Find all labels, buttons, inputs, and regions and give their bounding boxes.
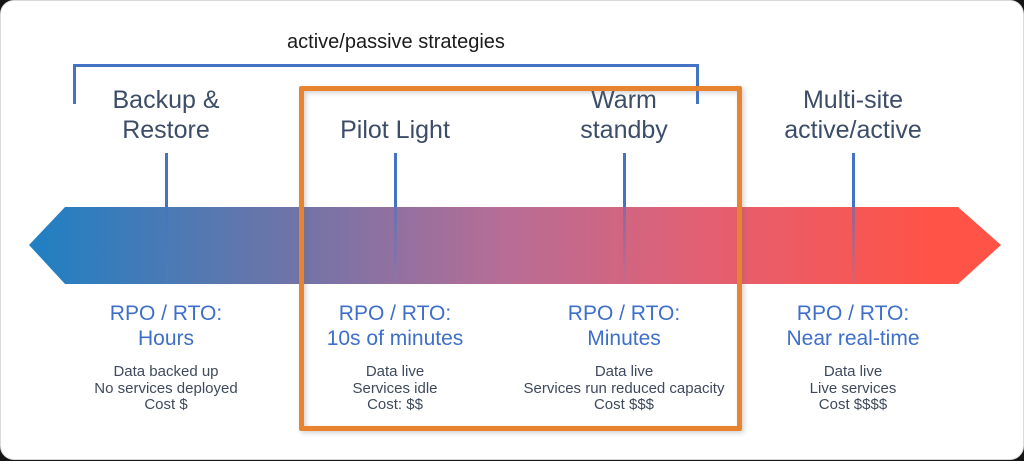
detail-line: Data live (823, 363, 883, 380)
info-column-multi-site: RPO / RTO: Near real-time Data live Live… (713, 301, 993, 414)
detail-line: Data live (594, 363, 654, 380)
rpo-rto-value: Hours (137, 327, 195, 350)
connector-line-fade-warm-standby (623, 207, 626, 283)
strategy-label-line: Backup & (112, 86, 220, 114)
active-passive-bracket (73, 64, 699, 104)
strategy-label-line: Pilot Light (340, 116, 450, 144)
info-column-pilot-light: RPO / RTO: 10s of minutes Data live Serv… (255, 301, 535, 414)
rpo-rto-block: RPO / RTO: Near real-time (713, 301, 993, 351)
info-column-backup-restore: RPO / RTO: Hours Data backed up No servi… (26, 301, 306, 414)
strategy-label-backup-restore: Backup & Restore (26, 85, 306, 145)
strategy-label-line: Restore (122, 116, 210, 144)
connector-line-fade-multi-site (852, 207, 855, 283)
connector-line-backup-restore (165, 153, 168, 207)
connector-line-multi-site (852, 153, 855, 207)
rpo-rto-block: RPO / RTO: Hours (26, 301, 306, 351)
rpo-rto-block: RPO / RTO: 10s of minutes (255, 301, 535, 351)
rpo-rto-label: RPO / RTO: (109, 302, 223, 325)
detail-block: Data live Live services Cost $$$$ (713, 363, 993, 414)
active-passive-strategies-label: active/passive strategies (287, 31, 505, 53)
detail-line: Services idle (352, 379, 438, 397)
strategy-label-multi-site: Multi-site active/active (713, 85, 993, 145)
double-headed-arrow-shape (29, 207, 1001, 284)
connector-line-pilot-light (394, 153, 397, 207)
rpo-rto-block: RPO / RTO: Minutes (484, 301, 764, 351)
rpo-rto-value: Near real-time (786, 327, 920, 350)
rpo-rto-label: RPO / RTO: (567, 302, 681, 325)
rpo-rto-value: Minutes (587, 327, 661, 350)
detail-line: Data backed up (113, 363, 219, 380)
detail-block: Data live Services idle Cost: $$ (255, 363, 535, 414)
detail-line: Cost $ (144, 396, 188, 413)
detail-line: Live services (809, 379, 897, 397)
detail-line: Data live (365, 363, 425, 380)
detail-line: Cost: $$ (367, 396, 423, 413)
strategy-label-line: Multi-site (802, 86, 903, 114)
connector-line-warm-standby (623, 153, 626, 207)
rpo-rto-label: RPO / RTO: (338, 302, 452, 325)
connector-line-fade-backup-restore (165, 207, 168, 283)
strategy-label-line: active/active (784, 116, 922, 144)
detail-block: Data backed up No services deployed Cost… (26, 363, 306, 414)
info-column-warm-standby: RPO / RTO: Minutes Data live Services ru… (484, 301, 764, 414)
detail-line: Cost $$$$ (818, 396, 888, 413)
rpo-rto-value: 10s of minutes (326, 327, 464, 350)
strategy-label-line: standby (580, 116, 668, 144)
detail-line: No services deployed (94, 379, 238, 397)
detail-line: Services run reduced capacity (523, 379, 725, 397)
rpo-rto-label: RPO / RTO: (796, 302, 910, 325)
detail-line: Cost $$$ (593, 396, 655, 413)
detail-block: Data live Services run reduced capacity … (484, 363, 764, 414)
connector-line-fade-pilot-light (394, 207, 397, 283)
strategy-label-pilot-light: Pilot Light (255, 85, 535, 145)
